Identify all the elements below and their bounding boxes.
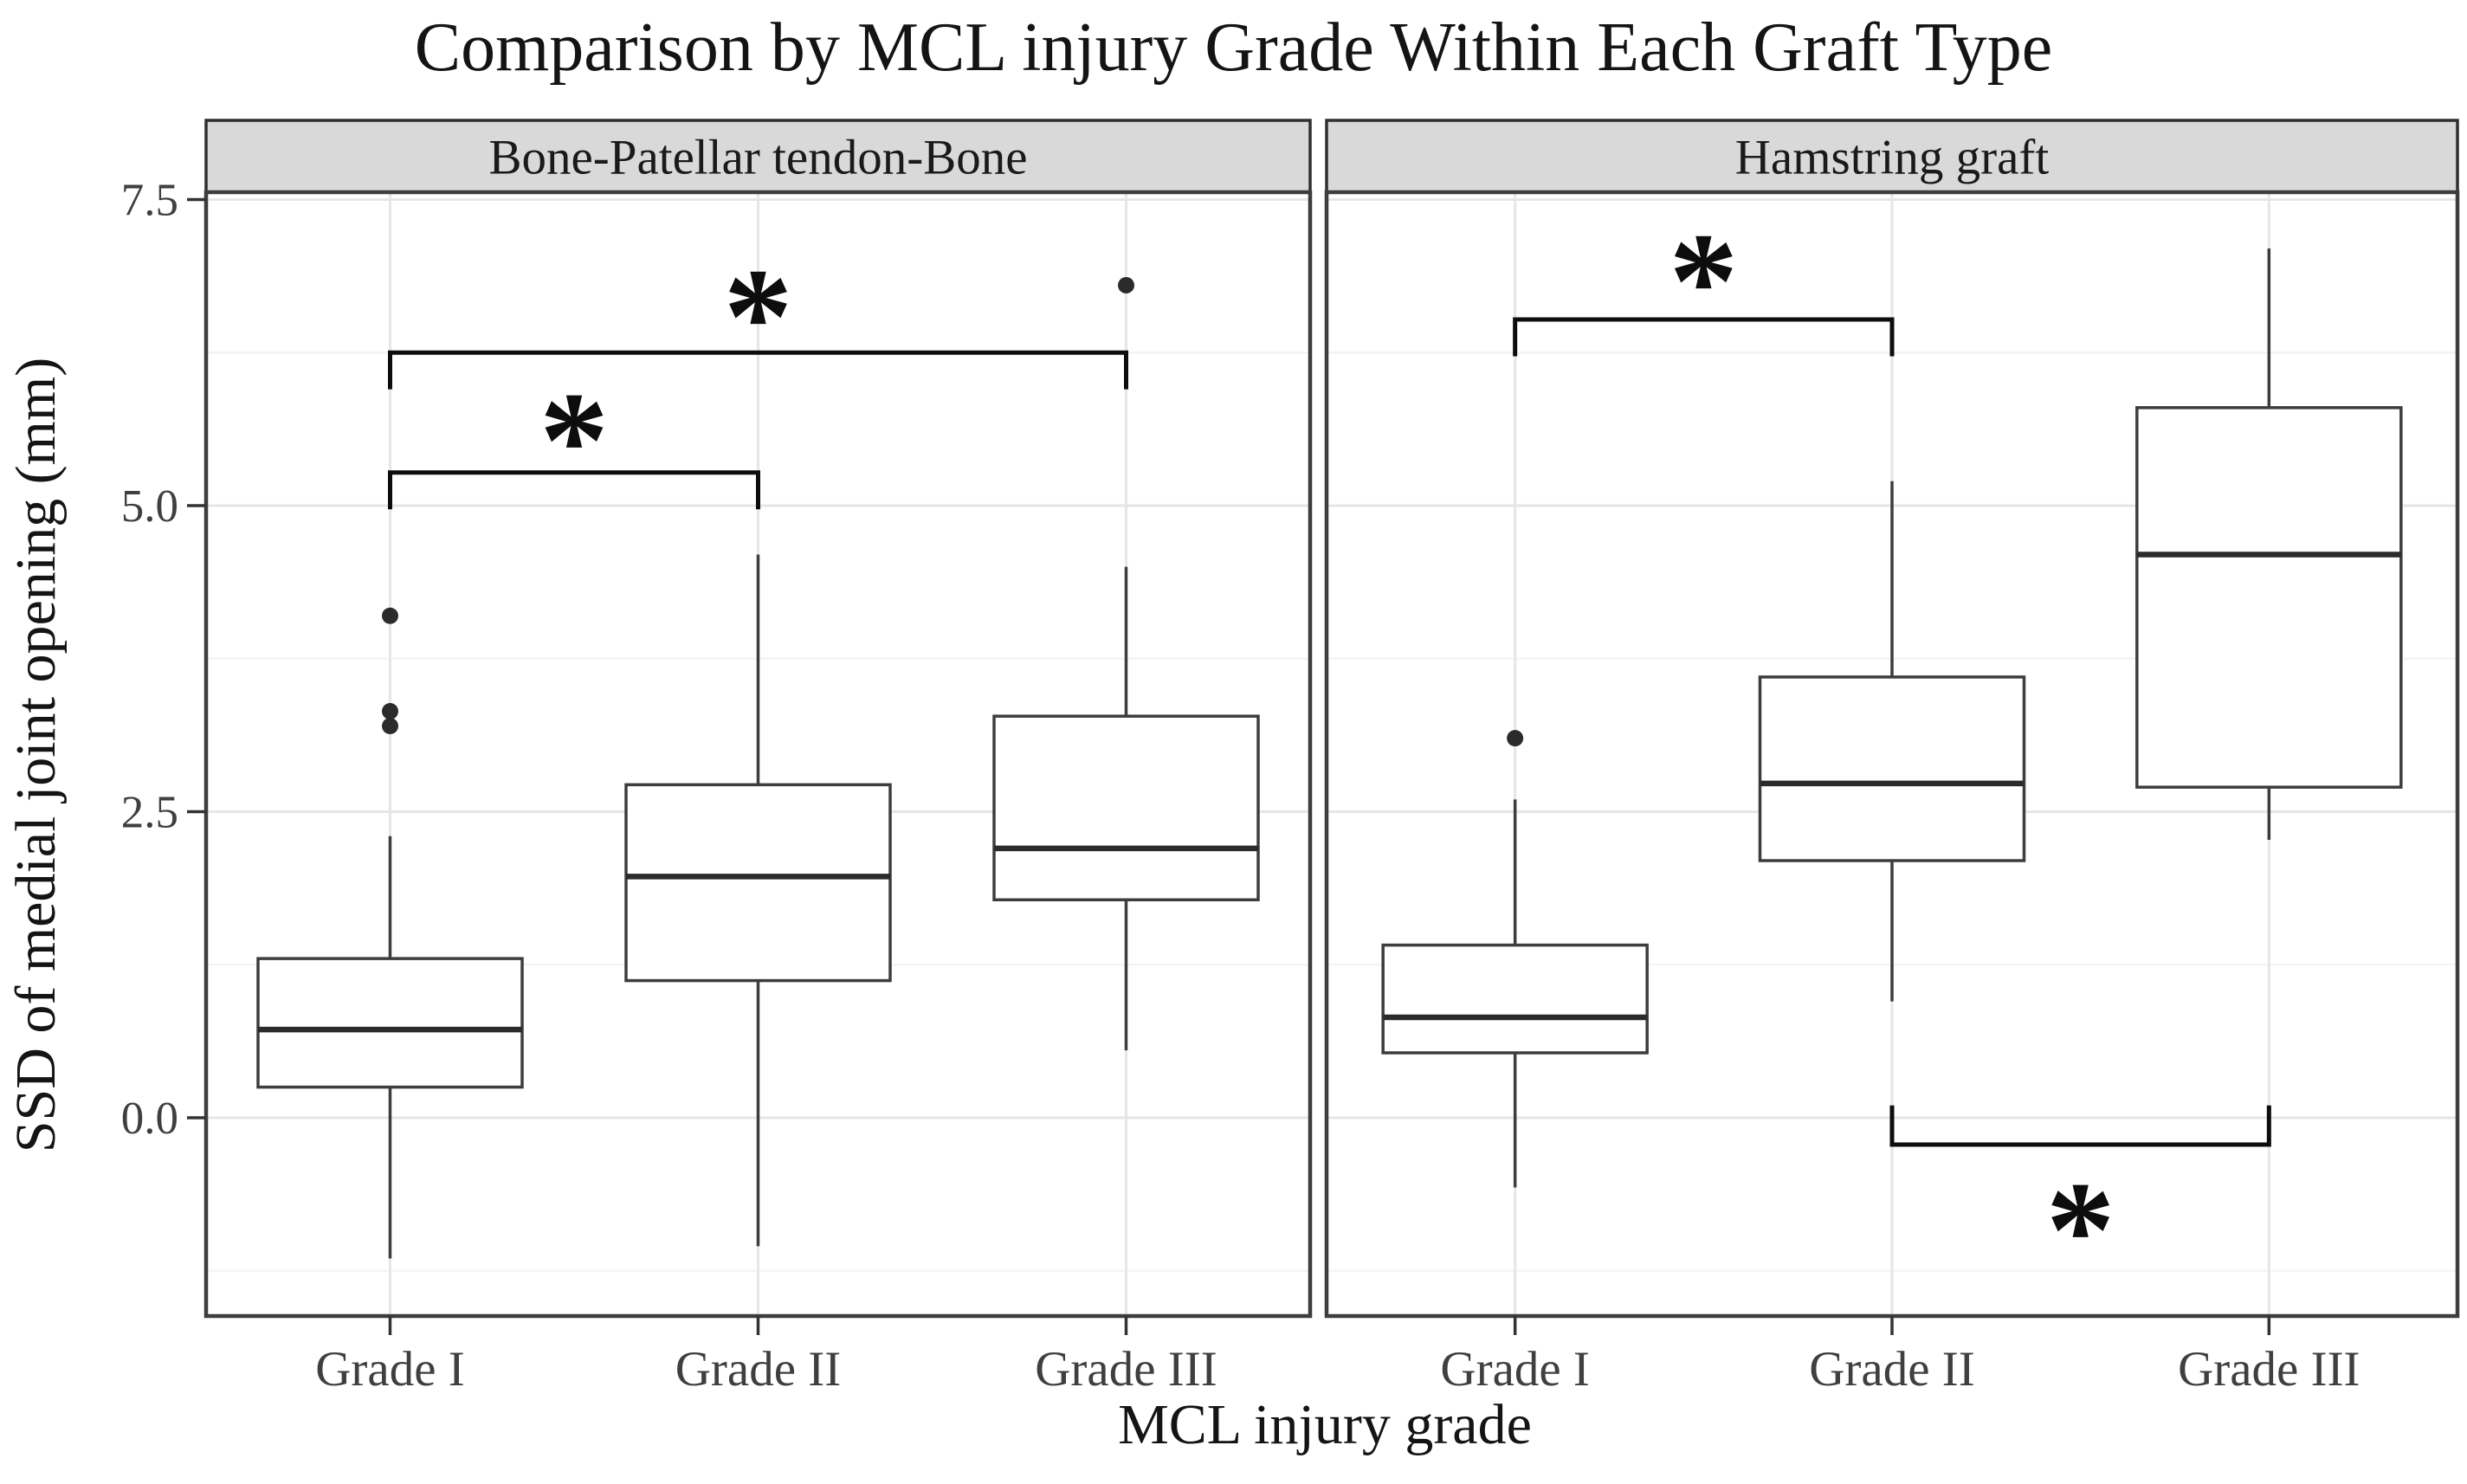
outlier-point [1118, 276, 1134, 294]
significance-bracket [1513, 317, 1895, 357]
significance-bracket [388, 350, 1128, 390]
y-tick-label: 0.0 [121, 1094, 178, 1144]
x-tick-label: Grade I [315, 1342, 464, 1397]
x-tick-label: Grade III [2178, 1342, 2360, 1397]
significance-star: * [724, 239, 793, 393]
boxplot-grade-i [1381, 730, 1649, 1188]
iqr-box [256, 957, 524, 1089]
outlier-point [382, 717, 398, 734]
x-tick-label: Grade II [675, 1342, 841, 1397]
x-axis-title: MCL injury grade [1118, 1393, 1532, 1456]
y-tick-label: 5.0 [121, 481, 178, 532]
significance-star: * [2046, 1152, 2115, 1307]
facet-strip-label: Hamstring graft [1735, 131, 2050, 185]
outlier-point [382, 703, 398, 720]
boxplot-grade-iii [2135, 248, 2403, 840]
x-tick-label: Grade II [1809, 1342, 1974, 1397]
iqr-box [1381, 943, 1649, 1055]
boxplot-grade-iii [992, 276, 1260, 1051]
significance-bracket [1889, 1105, 2271, 1147]
x-tick-label: Grade III [1035, 1342, 1217, 1397]
significance-bracket [388, 470, 760, 510]
boxplot-grade-ii [624, 554, 892, 1247]
iqr-box [624, 783, 892, 983]
boxplot-grade-i [256, 607, 524, 1259]
iqr-box [992, 714, 1260, 902]
boxplot-grade-ii [1758, 481, 2026, 1002]
outlier-point [1507, 730, 1524, 747]
significance-star: * [539, 363, 609, 517]
y-tick-label: 7.5 [121, 175, 178, 225]
iqr-box [2135, 406, 2403, 789]
outlier-point [382, 607, 398, 624]
significance-star: * [1669, 203, 1738, 358]
facet-strip [1325, 119, 2459, 194]
facet-strip-label: Bone-Patellar tendon-Bone [488, 131, 1027, 185]
y-tick-label: 2.5 [121, 787, 178, 837]
x-tick-label: Grade I [1440, 1342, 1589, 1397]
chart-title: Comparison by MCL injury Grade Within Ea… [414, 10, 2053, 86]
iqr-box [1758, 675, 2026, 862]
